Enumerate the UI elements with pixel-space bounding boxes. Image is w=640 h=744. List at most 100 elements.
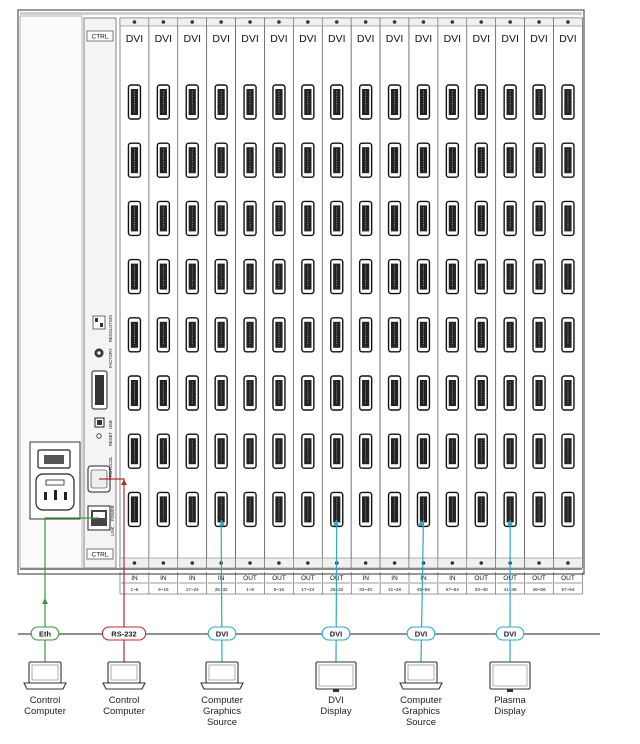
- dvi-port[interactable]: [445, 375, 460, 411]
- dvi-port[interactable]: [503, 375, 517, 411]
- dvi-port[interactable]: [358, 258, 373, 295]
- dvi-port[interactable]: [358, 491, 373, 528]
- dvi-port[interactable]: [330, 258, 344, 295]
- dvi-port[interactable]: [532, 491, 546, 528]
- dvi-port[interactable]: [156, 491, 171, 528]
- dvi-port[interactable]: [301, 258, 315, 295]
- dvi-port[interactable]: [301, 142, 315, 178]
- dvi-port[interactable]: [272, 317, 286, 353]
- dvi-port[interactable]: [532, 317, 546, 353]
- dvi-port[interactable]: [156, 258, 171, 295]
- dvi-port[interactable]: [214, 491, 228, 528]
- dvi-port[interactable]: [474, 375, 488, 411]
- dvi-port[interactable]: [445, 433, 460, 469]
- dvi-port[interactable]: [272, 200, 286, 237]
- dvi-port[interactable]: [214, 317, 228, 353]
- dvi-port[interactable]: [272, 258, 286, 295]
- dvi-port[interactable]: [127, 84, 142, 120]
- dvi-port[interactable]: [185, 317, 199, 353]
- dvi-port[interactable]: [330, 375, 344, 411]
- dvi-port[interactable]: [474, 317, 488, 353]
- dvi-port[interactable]: [358, 317, 373, 353]
- dvi-port[interactable]: [532, 142, 546, 178]
- dvi-port[interactable]: [214, 200, 228, 237]
- dvi-port[interactable]: [387, 375, 402, 411]
- dvi-port[interactable]: [272, 433, 286, 469]
- dvi-port[interactable]: [301, 491, 315, 528]
- dvi-port[interactable]: [532, 375, 546, 411]
- dvi-port[interactable]: [272, 491, 286, 528]
- dvi-port[interactable]: [156, 317, 171, 353]
- dvi-port[interactable]: [243, 317, 257, 353]
- dvi-port[interactable]: [301, 200, 315, 237]
- dvi-port[interactable]: [561, 375, 575, 411]
- dvi-port[interactable]: [185, 491, 199, 528]
- dvi-port[interactable]: [156, 375, 171, 411]
- dvi-port[interactable]: [474, 84, 488, 120]
- dvi-port[interactable]: [127, 258, 142, 295]
- dvi-port[interactable]: [532, 433, 546, 469]
- dvi-port[interactable]: [243, 491, 257, 528]
- dvi-port[interactable]: [445, 491, 460, 528]
- dvi-port[interactable]: [243, 433, 257, 469]
- dvi-port[interactable]: [301, 433, 315, 469]
- dvi-port[interactable]: [416, 375, 431, 411]
- dvi-port[interactable]: [416, 433, 431, 469]
- dvi-port[interactable]: [243, 84, 257, 120]
- dvi-port[interactable]: [214, 142, 228, 178]
- dvi-port[interactable]: [127, 142, 142, 178]
- dvi-port[interactable]: [416, 258, 431, 295]
- dvi-port[interactable]: [214, 375, 228, 411]
- dvi-port[interactable]: [474, 491, 488, 528]
- dvi-port[interactable]: [127, 491, 142, 528]
- dvi-port[interactable]: [127, 433, 142, 469]
- dvi-port[interactable]: [474, 433, 488, 469]
- dvi-port[interactable]: [185, 200, 199, 237]
- dvi-port[interactable]: [156, 200, 171, 237]
- dvi-port[interactable]: [330, 317, 344, 353]
- dvi-port[interactable]: [243, 142, 257, 178]
- dvi-port[interactable]: [532, 200, 546, 237]
- dvi-port[interactable]: [387, 258, 402, 295]
- dvi-port[interactable]: [474, 142, 488, 178]
- dvi-port[interactable]: [445, 142, 460, 178]
- dvi-port[interactable]: [358, 433, 373, 469]
- dvi-port[interactable]: [185, 142, 199, 178]
- reset-button[interactable]: [96, 433, 102, 439]
- dvi-port[interactable]: [532, 84, 546, 120]
- dvi-port[interactable]: [156, 84, 171, 120]
- dvi-port[interactable]: [503, 317, 517, 353]
- dvi-port[interactable]: [330, 491, 344, 528]
- dvi-port[interactable]: [330, 84, 344, 120]
- dvi-port[interactable]: [358, 142, 373, 178]
- dvi-port[interactable]: [503, 258, 517, 295]
- dvi-port[interactable]: [301, 84, 315, 120]
- dvi-port[interactable]: [185, 375, 199, 411]
- dvi-port[interactable]: [243, 375, 257, 411]
- dip-switch[interactable]: [92, 315, 106, 330]
- dvi-port[interactable]: [127, 200, 142, 237]
- dvi-port[interactable]: [445, 84, 460, 120]
- dvi-port[interactable]: [156, 142, 171, 178]
- dvi-port[interactable]: [330, 433, 344, 469]
- dvi-port[interactable]: [243, 200, 257, 237]
- dvi-port[interactable]: [330, 200, 344, 237]
- dvi-port[interactable]: [561, 84, 575, 120]
- dvi-port[interactable]: [416, 142, 431, 178]
- dvi-port[interactable]: [272, 84, 286, 120]
- dvi-port[interactable]: [185, 258, 199, 295]
- dvi-port[interactable]: [387, 491, 402, 528]
- dvi-port[interactable]: [416, 200, 431, 237]
- dvi-port[interactable]: [561, 200, 575, 237]
- dvi-port[interactable]: [532, 258, 546, 295]
- dvi-port[interactable]: [474, 258, 488, 295]
- dvi-port[interactable]: [214, 433, 228, 469]
- dvi-port[interactable]: [416, 84, 431, 120]
- dvi-port[interactable]: [358, 375, 373, 411]
- dvi-port[interactable]: [503, 84, 517, 120]
- dvi-port[interactable]: [358, 200, 373, 237]
- dvi-port[interactable]: [503, 142, 517, 178]
- dvi-port[interactable]: [185, 84, 199, 120]
- dvi-port[interactable]: [561, 433, 575, 469]
- dvi-port[interactable]: [330, 142, 344, 178]
